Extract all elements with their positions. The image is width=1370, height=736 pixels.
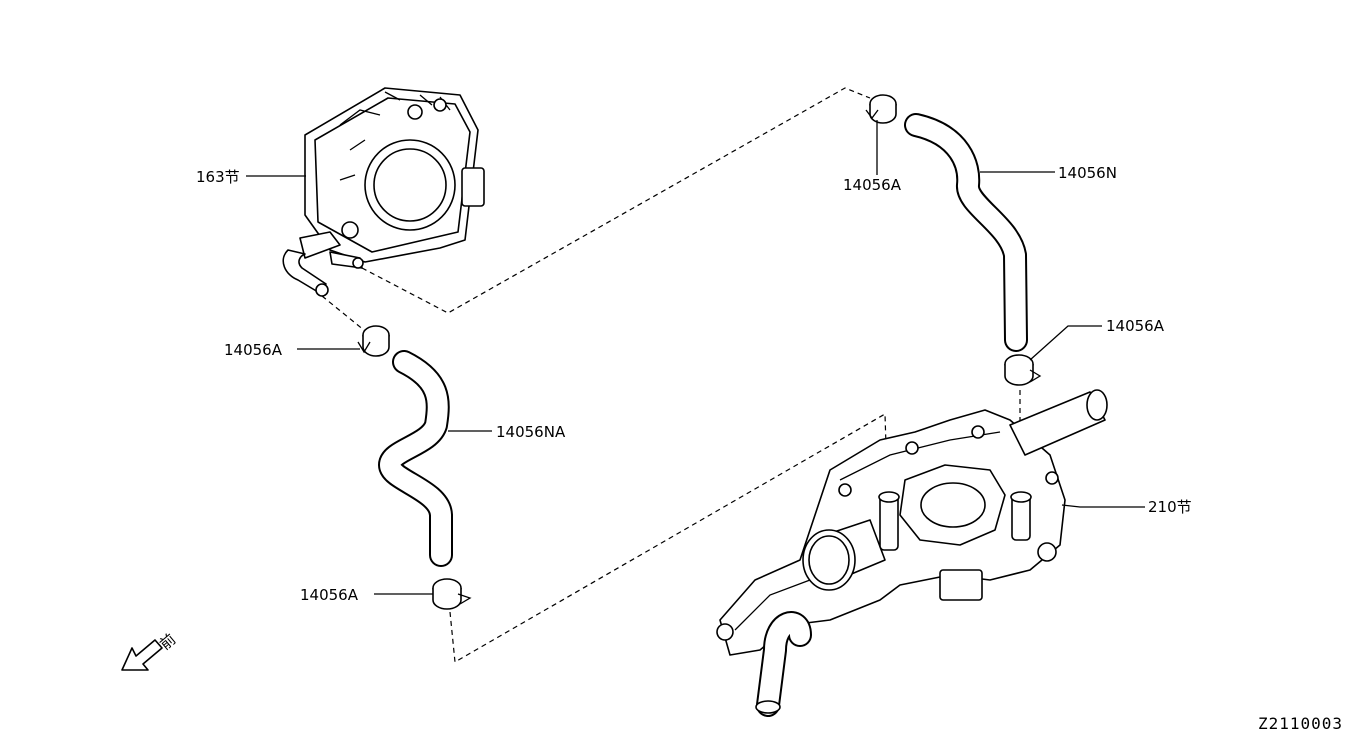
front-arrow-icon (121, 639, 163, 671)
label-hose-n: 14056N (1058, 164, 1117, 182)
label-throttle-body: 163节 (196, 168, 240, 186)
leader-water-outlet (1061, 504, 1145, 508)
hose-clamp-right (1004, 354, 1042, 386)
label-hose-na: 14056NA (496, 423, 566, 441)
water-outlet-housing (716, 389, 1108, 717)
hose-clamp-left-lower (432, 578, 472, 610)
label-clip-left-lower: 14056A (300, 586, 359, 604)
throttle-body (282, 87, 485, 297)
hose-clamp-left-upper (357, 325, 390, 357)
hose-14056n (904, 113, 1028, 352)
leader-clip-right (1029, 325, 1102, 361)
label-clip-left-upper: 14056A (224, 341, 283, 359)
label-clip-top: 14056A (843, 176, 902, 194)
label-clip-right: 14056A (1106, 317, 1165, 335)
hose-clamp-top (865, 94, 897, 124)
label-water-outlet: 210节 (1148, 498, 1192, 516)
diagram-id: Z2110003 (1258, 714, 1343, 733)
hose-14056na (378, 350, 453, 567)
